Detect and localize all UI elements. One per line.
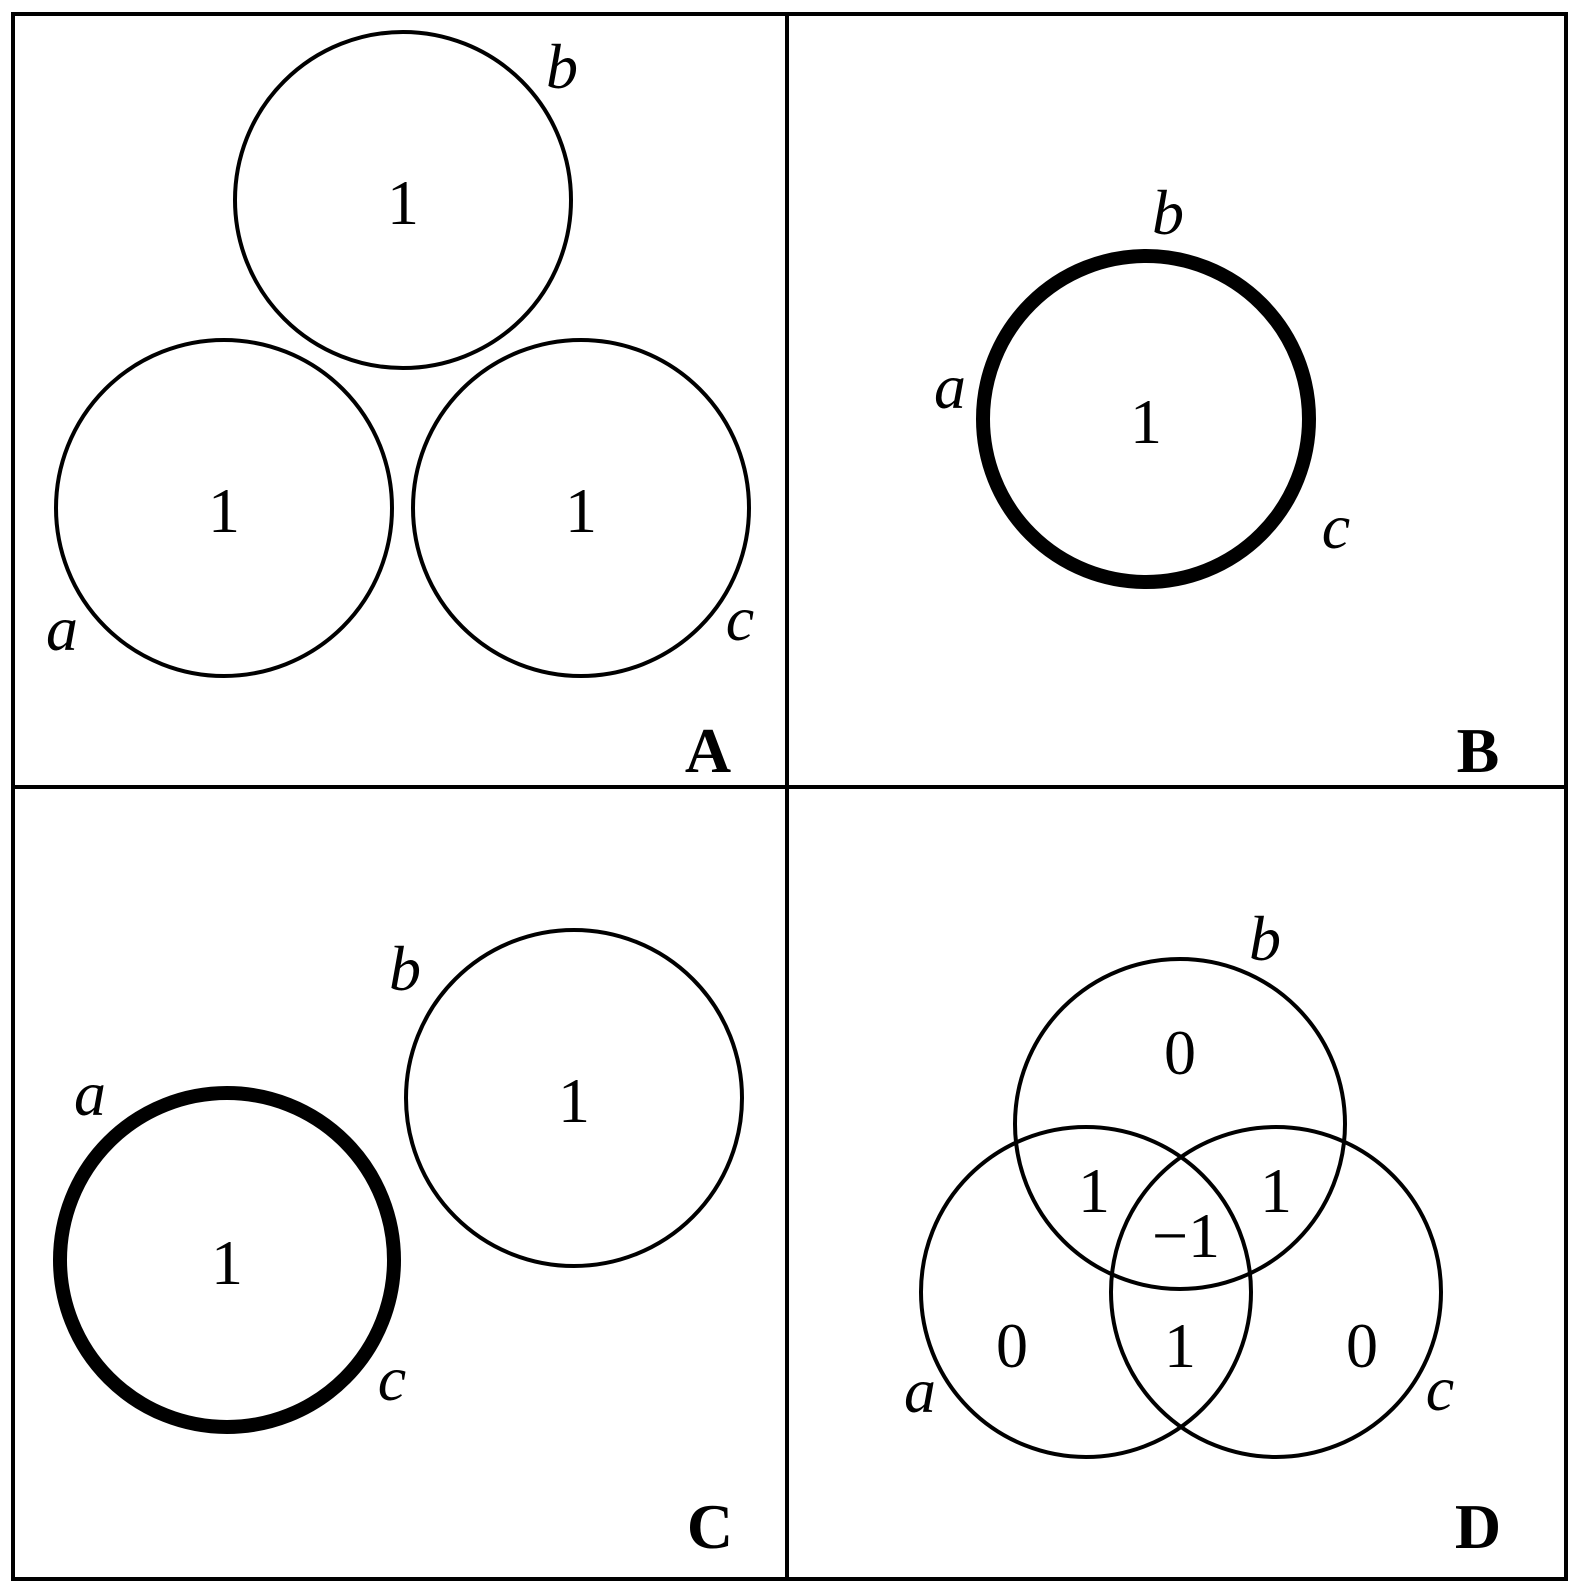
panel-a-label: A (685, 715, 731, 786)
panel-d: 0 1 1 −1 0 1 0 b a c D (904, 903, 1501, 1562)
frame (11, 12, 1568, 1581)
panel-d-value-a-only: 0 (996, 1310, 1028, 1381)
panel-b-set-label-c: c (1322, 491, 1350, 562)
panel-d-value-bc: 1 (1260, 1155, 1292, 1226)
panel-b-value-abc: 1 (1130, 386, 1162, 457)
panel-b-set-label-a: a (934, 351, 966, 422)
panel-d-circle-a (919, 1125, 1253, 1459)
panel-d-set-label-a: a (904, 1355, 936, 1426)
panel-a-value-c: 1 (565, 475, 597, 546)
panel-d-circle-c (1109, 1125, 1443, 1459)
panel-d-set-label-b: b (1249, 903, 1281, 974)
panel-a-set-label-b: b (546, 31, 578, 102)
panel-c-set-label-b: b (389, 933, 421, 1004)
panel-c-set-label-a: a (74, 1058, 106, 1129)
panel-a-circle-c (411, 338, 751, 678)
panel-a: 1 1 1 b a c A (46, 30, 754, 786)
panel-c-value-b: 1 (558, 1065, 590, 1136)
panel-d-set-label-c: c (1426, 1353, 1454, 1424)
panel-a-value-b: 1 (387, 167, 419, 238)
panel-a-circle-a (54, 338, 394, 678)
panel-c-set-label-c: c (378, 1343, 406, 1414)
panel-d-value-ac: 1 (1164, 1310, 1196, 1381)
outer-border (11, 12, 1568, 1581)
panel-d-label: D (1455, 1491, 1501, 1562)
panel-b-set-label-b: b (1152, 177, 1184, 248)
panel-d-value-abc: −1 (1152, 1200, 1220, 1271)
panel-d-value-ab: 1 (1078, 1155, 1110, 1226)
panel-c-circle-ac (53, 1086, 401, 1434)
panel-d-value-b-only: 0 (1164, 1017, 1196, 1088)
panel-a-value-a: 1 (208, 475, 240, 546)
panel-a-set-label-c: c (726, 583, 754, 654)
panel-a-set-label-a: a (46, 593, 78, 664)
panel-b: 1 b a c B (934, 177, 1499, 786)
panel-c-value-ac: 1 (211, 1227, 243, 1298)
panel-c: 1 1 b a c C (53, 928, 744, 1562)
panel-a-circle-b (233, 30, 573, 370)
panel-b-label: B (1457, 715, 1500, 786)
panel-b-circle-abc (976, 249, 1316, 589)
panel-d-value-c-only: 0 (1346, 1310, 1378, 1381)
panel-c-label: C (687, 1491, 733, 1562)
panel-d-circle-b (1013, 957, 1347, 1291)
panel-c-circle-b (404, 928, 744, 1268)
